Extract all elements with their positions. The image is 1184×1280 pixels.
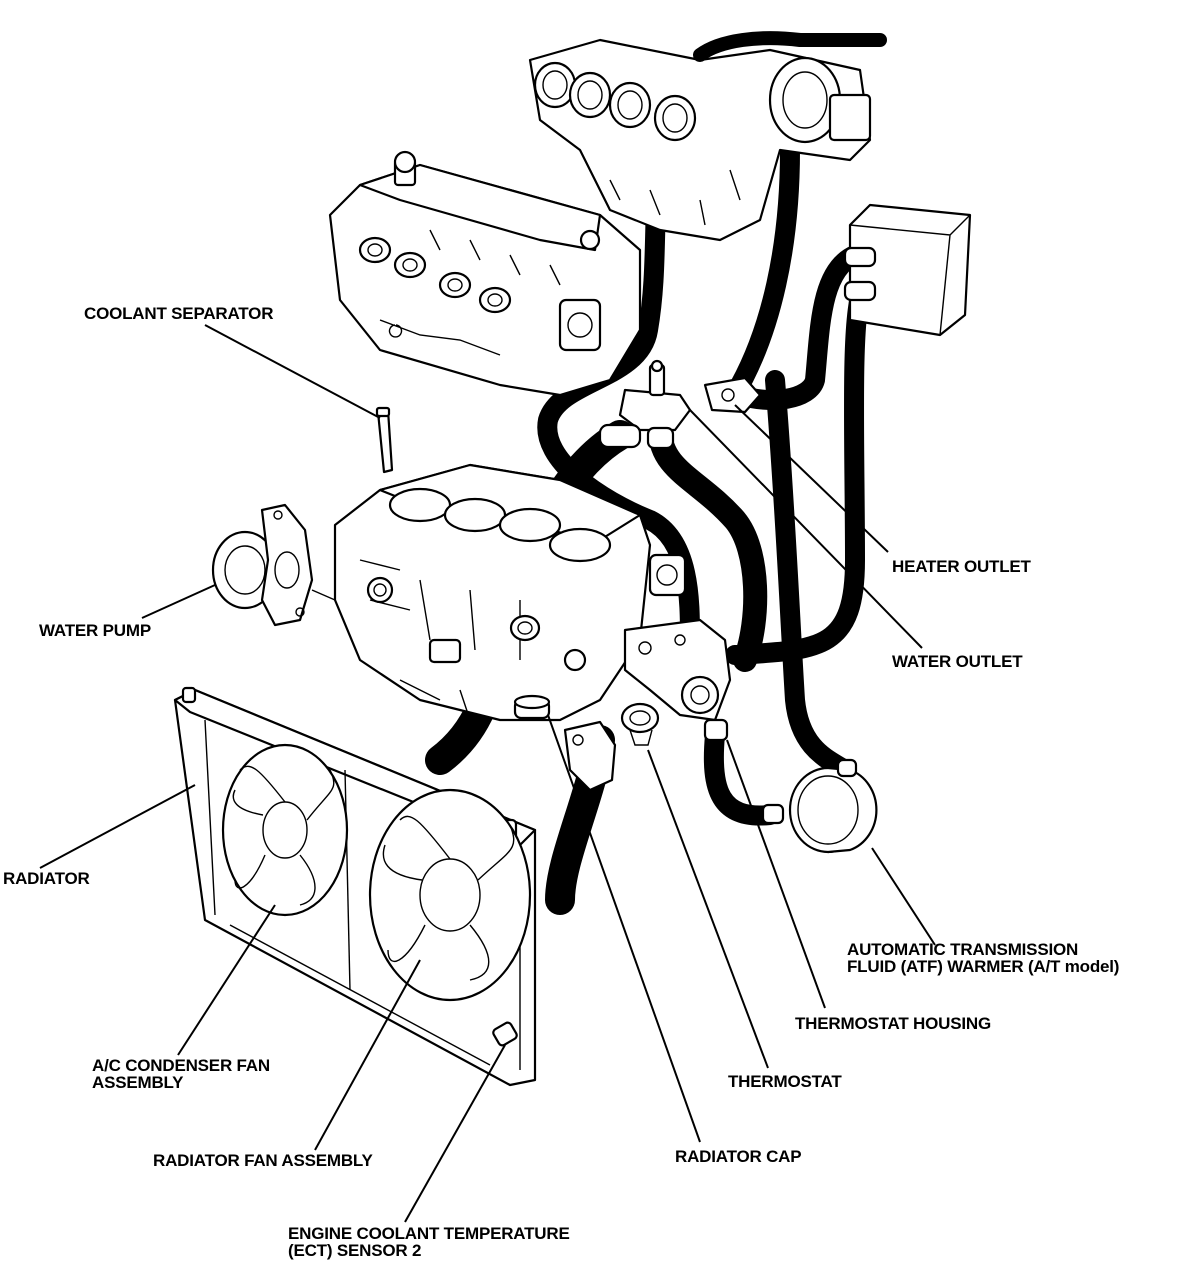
leader-radiator-fan xyxy=(314,959,421,1151)
label-radiator-fan-assembly: RADIATOR FAN ASSEMBLY xyxy=(153,1151,374,1170)
leader-thermostat-housing xyxy=(726,739,826,1009)
label-ect-sensor-line2: (ECT) SENSOR 2 xyxy=(288,1241,421,1260)
heater-core xyxy=(843,203,972,337)
radiator-cap xyxy=(513,694,551,720)
thermostat-housing xyxy=(623,618,732,742)
leader-atf-warmer xyxy=(871,847,936,946)
label-water-outlet: WATER OUTLET xyxy=(892,652,1023,671)
water-pump xyxy=(211,503,336,627)
lower-outlet xyxy=(563,720,617,792)
part-labels: COOLANT SEPARATOR HEATER OUTLET WATER OU… xyxy=(3,304,1119,1260)
thermostat xyxy=(620,702,660,746)
label-atf-warmer-line1: AUTOMATIC TRANSMISSION xyxy=(847,940,1078,959)
cylinder-head xyxy=(328,150,642,397)
intake-manifold xyxy=(528,31,887,242)
atf-warmer xyxy=(761,758,878,854)
label-ac-condenser-fan-line2: ASSEMBLY xyxy=(92,1073,184,1092)
water-outlet xyxy=(598,359,692,450)
label-heater-outlet: HEATER OUTLET xyxy=(892,557,1032,576)
label-atf-warmer-line2: FLUID (ATF) WARMER (A/T model) xyxy=(847,957,1119,976)
leader-radiator xyxy=(39,784,196,869)
leader-heater-outlet xyxy=(734,404,889,553)
leader-water-outlet xyxy=(689,409,923,649)
leader-ac-condenser-fan xyxy=(177,904,276,1056)
label-radiator: RADIATOR xyxy=(3,869,90,888)
label-thermostat-housing: THERMOSTAT HOUSING xyxy=(795,1014,991,1033)
leader-lines xyxy=(39,324,936,1223)
leader-thermostat xyxy=(647,749,769,1069)
radiator xyxy=(173,686,537,1087)
label-coolant-separator: COOLANT SEPARATOR xyxy=(84,304,273,323)
coolant-separator xyxy=(375,406,394,474)
label-ect-sensor-line1: ENGINE COOLANT TEMPERATURE xyxy=(288,1224,570,1243)
leader-ect-sensor xyxy=(404,1044,506,1223)
leader-coolant-separator xyxy=(204,324,381,419)
coolant-hoses xyxy=(355,85,872,915)
leader-radiator-cap xyxy=(547,714,701,1143)
engine-block xyxy=(333,463,687,722)
heater-outlet xyxy=(703,376,762,414)
label-radiator-cap: RADIATOR CAP xyxy=(675,1147,801,1166)
leader-water-pump xyxy=(141,584,216,619)
label-ac-condenser-fan-line1: A/C CONDENSER FAN xyxy=(92,1056,270,1075)
label-thermostat: THERMOSTAT xyxy=(728,1072,842,1091)
label-water-pump: WATER PUMP xyxy=(39,621,151,640)
